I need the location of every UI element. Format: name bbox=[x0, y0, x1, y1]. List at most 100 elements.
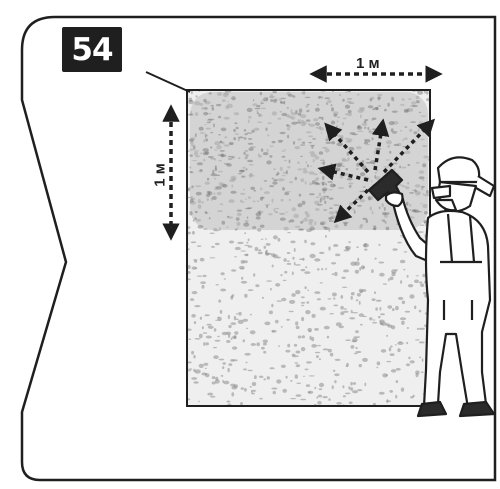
texture-spot bbox=[207, 393, 213, 396]
texture-spot bbox=[330, 313, 334, 314]
texture-spot bbox=[336, 402, 342, 405]
texture-spot bbox=[279, 213, 285, 214]
texture-spot bbox=[247, 216, 249, 218]
texture-spot bbox=[290, 219, 294, 222]
texture-spot bbox=[419, 281, 422, 283]
texture-spot bbox=[344, 308, 347, 310]
texture-spot bbox=[399, 166, 401, 169]
texture-spot bbox=[283, 280, 287, 281]
texture-spot bbox=[207, 122, 211, 123]
texture-spot bbox=[397, 348, 400, 352]
worker-body bbox=[424, 211, 490, 408]
texture-spot bbox=[351, 310, 353, 314]
texture-spot bbox=[265, 128, 267, 131]
texture-spot bbox=[226, 163, 231, 167]
texture-spot bbox=[200, 317, 202, 320]
texture-spot bbox=[247, 370, 252, 371]
texture-spot bbox=[221, 153, 224, 156]
texture-spot bbox=[384, 207, 386, 211]
texture-spot bbox=[241, 176, 245, 178]
texture-spot bbox=[331, 104, 333, 106]
texture-spot bbox=[227, 401, 231, 403]
texture-spot bbox=[271, 388, 277, 390]
worker-boot-right bbox=[460, 402, 494, 416]
texture-spot bbox=[265, 252, 269, 256]
texture-spot bbox=[244, 129, 246, 132]
texture-spot bbox=[251, 390, 256, 392]
texture-spot bbox=[344, 223, 347, 226]
texture-spot bbox=[339, 94, 341, 96]
texture-spot bbox=[244, 137, 247, 139]
texture-spot bbox=[269, 155, 272, 158]
texture-spot bbox=[342, 99, 345, 102]
texture-spot bbox=[383, 220, 386, 223]
texture-spot bbox=[325, 268, 327, 270]
texture-spot bbox=[316, 355, 319, 358]
texture-spot bbox=[302, 335, 305, 338]
texture-spot bbox=[396, 380, 399, 383]
texture-spot bbox=[355, 198, 360, 200]
texture-spot bbox=[416, 373, 419, 377]
texture-spot bbox=[251, 393, 255, 395]
texture-spot bbox=[400, 260, 406, 264]
worker-goggles bbox=[432, 186, 450, 198]
texture-spot bbox=[308, 142, 312, 143]
texture-spot bbox=[196, 192, 202, 196]
texture-spot bbox=[325, 235, 327, 238]
texture-spot bbox=[341, 277, 345, 279]
texture-spot bbox=[264, 246, 267, 249]
texture-spot bbox=[190, 171, 194, 173]
texture-spot bbox=[375, 307, 378, 311]
texture-spot bbox=[414, 131, 418, 134]
texture-spot bbox=[306, 361, 312, 363]
texture-spot bbox=[305, 310, 310, 314]
texture-spot bbox=[389, 390, 393, 393]
texture-spot bbox=[315, 352, 321, 354]
texture-spot bbox=[281, 365, 286, 368]
texture-spot bbox=[396, 368, 401, 371]
texture-spot bbox=[325, 97, 330, 99]
texture-spot bbox=[305, 369, 309, 371]
texture-spot bbox=[258, 252, 263, 255]
texture-spot bbox=[250, 314, 252, 316]
texture-spot bbox=[207, 178, 209, 181]
texture-spot bbox=[317, 204, 323, 206]
texture-spot bbox=[355, 270, 359, 274]
texture-spot bbox=[292, 272, 294, 276]
texture-spot bbox=[347, 98, 353, 99]
texture-spot bbox=[254, 190, 257, 192]
texture-spot bbox=[327, 336, 329, 339]
texture-spot bbox=[291, 293, 295, 297]
texture-spot bbox=[195, 267, 197, 269]
texture-spot bbox=[199, 334, 203, 338]
texture-spot bbox=[309, 193, 315, 195]
texture-spot bbox=[376, 300, 382, 302]
texture-spot bbox=[349, 102, 355, 103]
texture-spot bbox=[397, 342, 403, 345]
texture-spot bbox=[409, 294, 414, 298]
texture-spot bbox=[332, 385, 334, 389]
texture-spot bbox=[290, 380, 292, 382]
texture-spot bbox=[209, 257, 215, 258]
texture-spot bbox=[213, 347, 217, 348]
texture-spot bbox=[223, 381, 229, 385]
texture-spot bbox=[236, 319, 239, 320]
texture-spot bbox=[315, 122, 320, 126]
texture-spot bbox=[250, 187, 255, 190]
texture-spot bbox=[269, 311, 273, 315]
texture-spot bbox=[215, 243, 220, 245]
texture-spot bbox=[366, 219, 369, 223]
texture-spot bbox=[244, 388, 247, 392]
texture-spot bbox=[244, 294, 247, 298]
texture-spot bbox=[416, 275, 419, 276]
texture-spot bbox=[342, 166, 345, 167]
texture-spot bbox=[188, 187, 190, 191]
texture-spot bbox=[228, 334, 230, 338]
texture-spot bbox=[320, 160, 325, 161]
texture-spot bbox=[347, 178, 353, 181]
texture-spot bbox=[272, 330, 274, 332]
texture-spot bbox=[239, 266, 245, 269]
texture-spot bbox=[343, 269, 349, 272]
texture-spot bbox=[243, 223, 249, 227]
texture-spot bbox=[301, 317, 304, 321]
